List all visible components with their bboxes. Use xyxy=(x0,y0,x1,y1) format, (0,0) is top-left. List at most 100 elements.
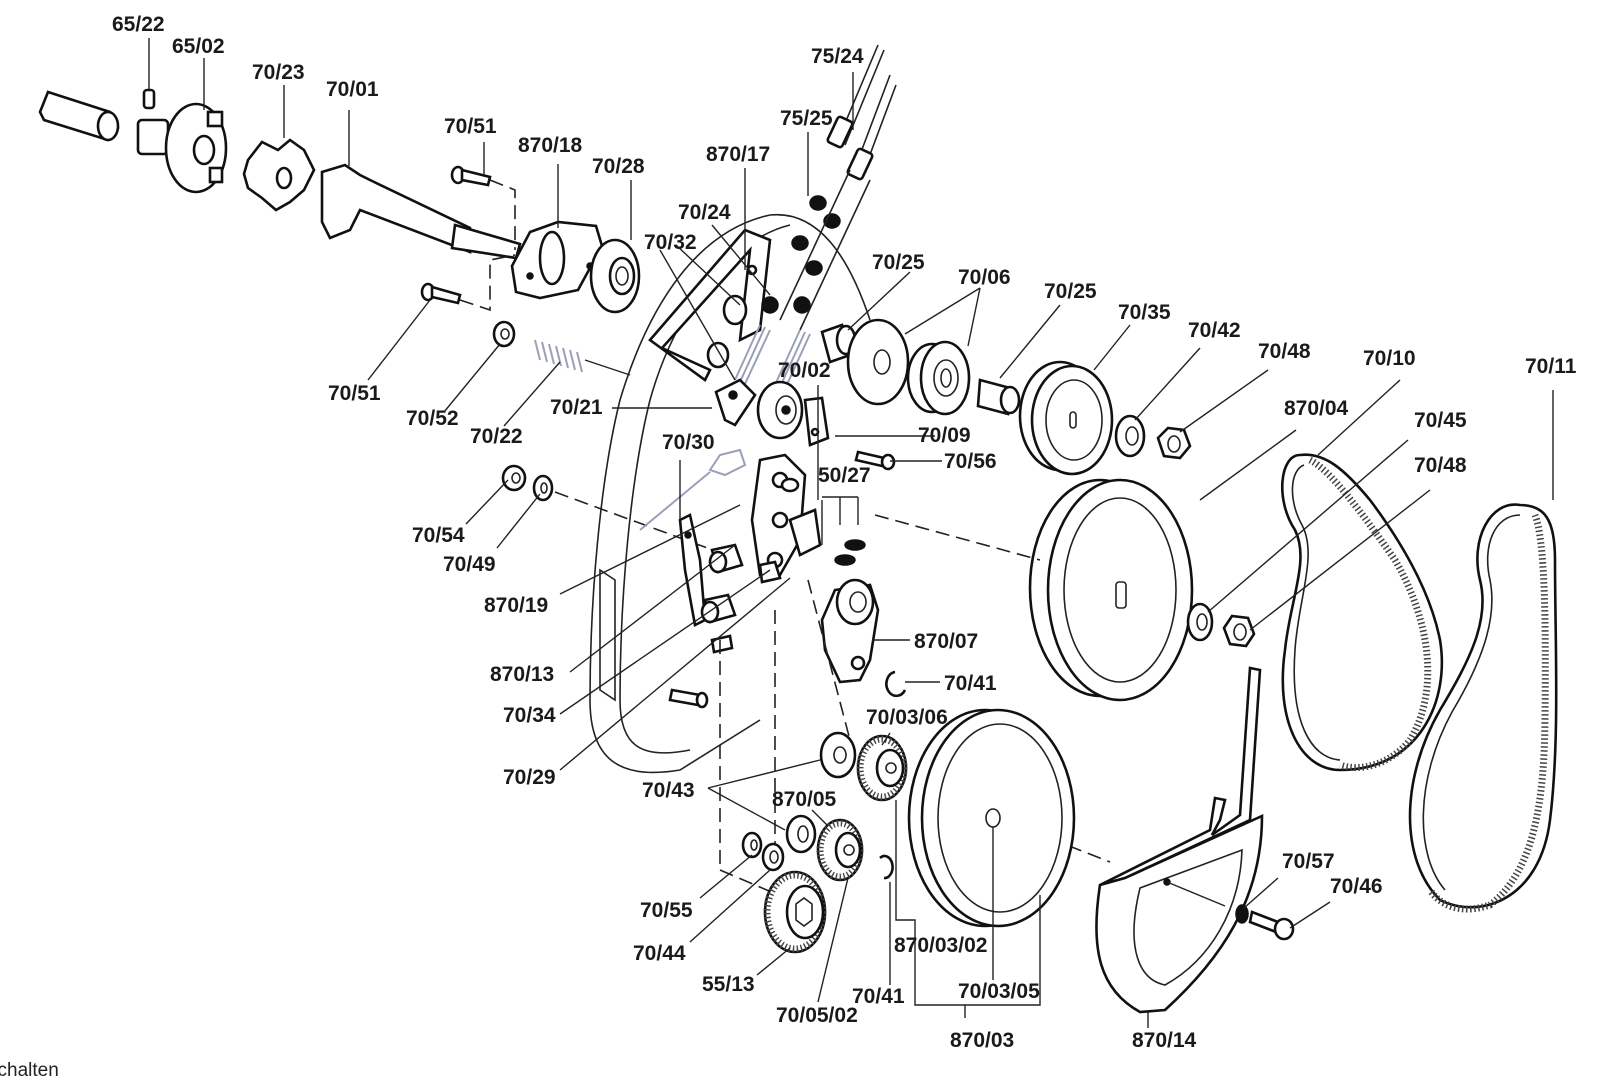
label-70-30: 70/30 xyxy=(662,431,715,454)
pulley-70-35 xyxy=(1018,360,1114,476)
label-870-04: 870/04 xyxy=(1284,397,1349,420)
washer-70-45 xyxy=(1186,602,1214,642)
washer-70-49 xyxy=(532,474,554,502)
label-870-05: 870/05 xyxy=(772,788,837,811)
nut-70-48-a xyxy=(1156,426,1192,460)
label-70-56: 70/56 xyxy=(944,450,997,473)
nut-70-48-b xyxy=(1222,614,1256,648)
label-70-21: 70/21 xyxy=(550,396,603,419)
label-70-49: 70/49 xyxy=(443,553,496,576)
label-70-22: 70/22 xyxy=(470,425,523,448)
gear-70-03-06 xyxy=(856,734,908,802)
label-70-01: 70/01 xyxy=(326,78,379,101)
label-870-18: 870/18 xyxy=(518,134,583,157)
shaft-stub xyxy=(38,90,120,142)
spring-70-22 xyxy=(534,339,631,376)
label-70-41-b: 70/41 xyxy=(852,985,905,1008)
nut-70-52 xyxy=(492,320,516,348)
belt-70-10 xyxy=(1280,453,1444,772)
bushings-870-13 xyxy=(700,543,744,624)
coupling-hub-65-02 xyxy=(136,102,228,194)
label-70-28: 70/28 xyxy=(592,155,645,178)
washer-70-55 xyxy=(741,831,763,859)
washer-70-42 xyxy=(1114,414,1146,458)
label-70-09: 70/09 xyxy=(918,424,971,447)
label-870-13: 870/13 xyxy=(490,663,554,686)
leader-lines xyxy=(148,38,1554,1028)
pins-50-27 xyxy=(821,496,866,566)
bolt-70-46 xyxy=(1248,910,1295,941)
gear-55-13 xyxy=(763,870,827,954)
drive-shaft-70-01 xyxy=(320,163,522,260)
label-70-25-a: 70/25 xyxy=(872,251,925,274)
spring-70-30 xyxy=(639,448,747,531)
label-70-35: 70/35 xyxy=(1118,301,1171,324)
label-70-03-06: 70/03/06 xyxy=(866,706,948,729)
washer-70-43-a xyxy=(819,731,857,779)
bracket-70-09 xyxy=(803,396,830,447)
pulley-half-70-06-a xyxy=(846,318,910,406)
label-70-41-a: 70/41 xyxy=(944,672,997,695)
label-70-43: 70/43 xyxy=(642,779,695,802)
footer-caption: schalten xyxy=(0,1060,59,1081)
label-870-03-02: 870/03/02 xyxy=(894,934,987,957)
bolts-70-29 xyxy=(668,634,734,709)
label-70-10: 70/10 xyxy=(1363,347,1416,370)
pin-70-32 xyxy=(706,294,748,369)
label-70-42: 70/42 xyxy=(1188,319,1241,342)
label-70-05-02: 70/05/02 xyxy=(776,1004,858,1027)
label-70-52: 70/52 xyxy=(406,407,459,430)
circlip-70-41-b xyxy=(879,854,894,880)
label-70-44: 70/44 xyxy=(633,942,686,965)
label-70-48-a: 70/48 xyxy=(1258,340,1311,363)
label-70-57: 70/57 xyxy=(1282,850,1335,873)
idler-70-02 xyxy=(756,380,804,440)
label-75-25: 75/25 xyxy=(780,107,833,130)
washer-70-43-b xyxy=(785,814,817,854)
label-870-07: 870/07 xyxy=(914,630,978,653)
part-labels: 65/22 65/02 70/23 70/01 70/51 870/18 70/… xyxy=(112,13,1577,1052)
label-70-55: 70/55 xyxy=(640,899,693,922)
bushing-70-25-b xyxy=(976,378,1021,416)
pulley-half-70-06-b xyxy=(906,340,971,416)
tensioner-870-07 xyxy=(820,578,880,684)
label-50-27: 50/27 xyxy=(818,464,871,487)
label-65-22: 65/22 xyxy=(112,13,165,36)
label-70-25-b: 70/25 xyxy=(1044,280,1097,303)
label-65-02: 65/02 xyxy=(172,35,225,58)
label-75-24: 75/24 xyxy=(811,45,864,68)
pulley-870-03 xyxy=(907,708,1076,928)
nut-70-54 xyxy=(501,464,527,492)
screw-70-56 xyxy=(854,450,896,471)
label-870-19: 870/19 xyxy=(484,594,548,617)
gear-870-05 xyxy=(816,818,864,882)
pulley-870-04 xyxy=(1028,478,1194,702)
spring-70-34 xyxy=(758,560,782,584)
label-870-17: 870/17 xyxy=(706,143,770,166)
springs-upper xyxy=(734,324,811,390)
rubber-spider-70-23 xyxy=(242,138,316,212)
cable-nuts-75-25 xyxy=(779,169,871,331)
label-70-34: 70/34 xyxy=(503,704,556,727)
flange-870-18 xyxy=(510,220,604,300)
label-70-54: 70/54 xyxy=(412,524,465,547)
label-55-13: 55/13 xyxy=(702,973,755,996)
label-70-02: 70/02 xyxy=(778,359,831,382)
washer-70-44 xyxy=(761,842,785,872)
lock-washer-70-57 xyxy=(1235,904,1249,924)
label-70-23: 70/23 xyxy=(252,61,305,84)
label-70-48-b: 70/48 xyxy=(1414,454,1467,477)
belt-guard-870-14 xyxy=(1095,666,1264,1014)
label-70-11: 70/11 xyxy=(1525,355,1577,378)
screw-70-51-top xyxy=(450,165,492,187)
label-70-46: 70/46 xyxy=(1330,875,1383,898)
label-870-03: 870/03 xyxy=(950,1029,1014,1052)
tension-arm-assembly xyxy=(750,453,822,577)
belt-70-11 xyxy=(1408,503,1558,913)
label-70-45: 70/45 xyxy=(1414,409,1467,432)
label-70-24: 70/24 xyxy=(678,201,731,224)
label-70-29: 70/29 xyxy=(503,766,556,789)
label-70-03-05: 70/03/05 xyxy=(958,980,1040,1003)
lever-70-21 xyxy=(714,378,757,427)
